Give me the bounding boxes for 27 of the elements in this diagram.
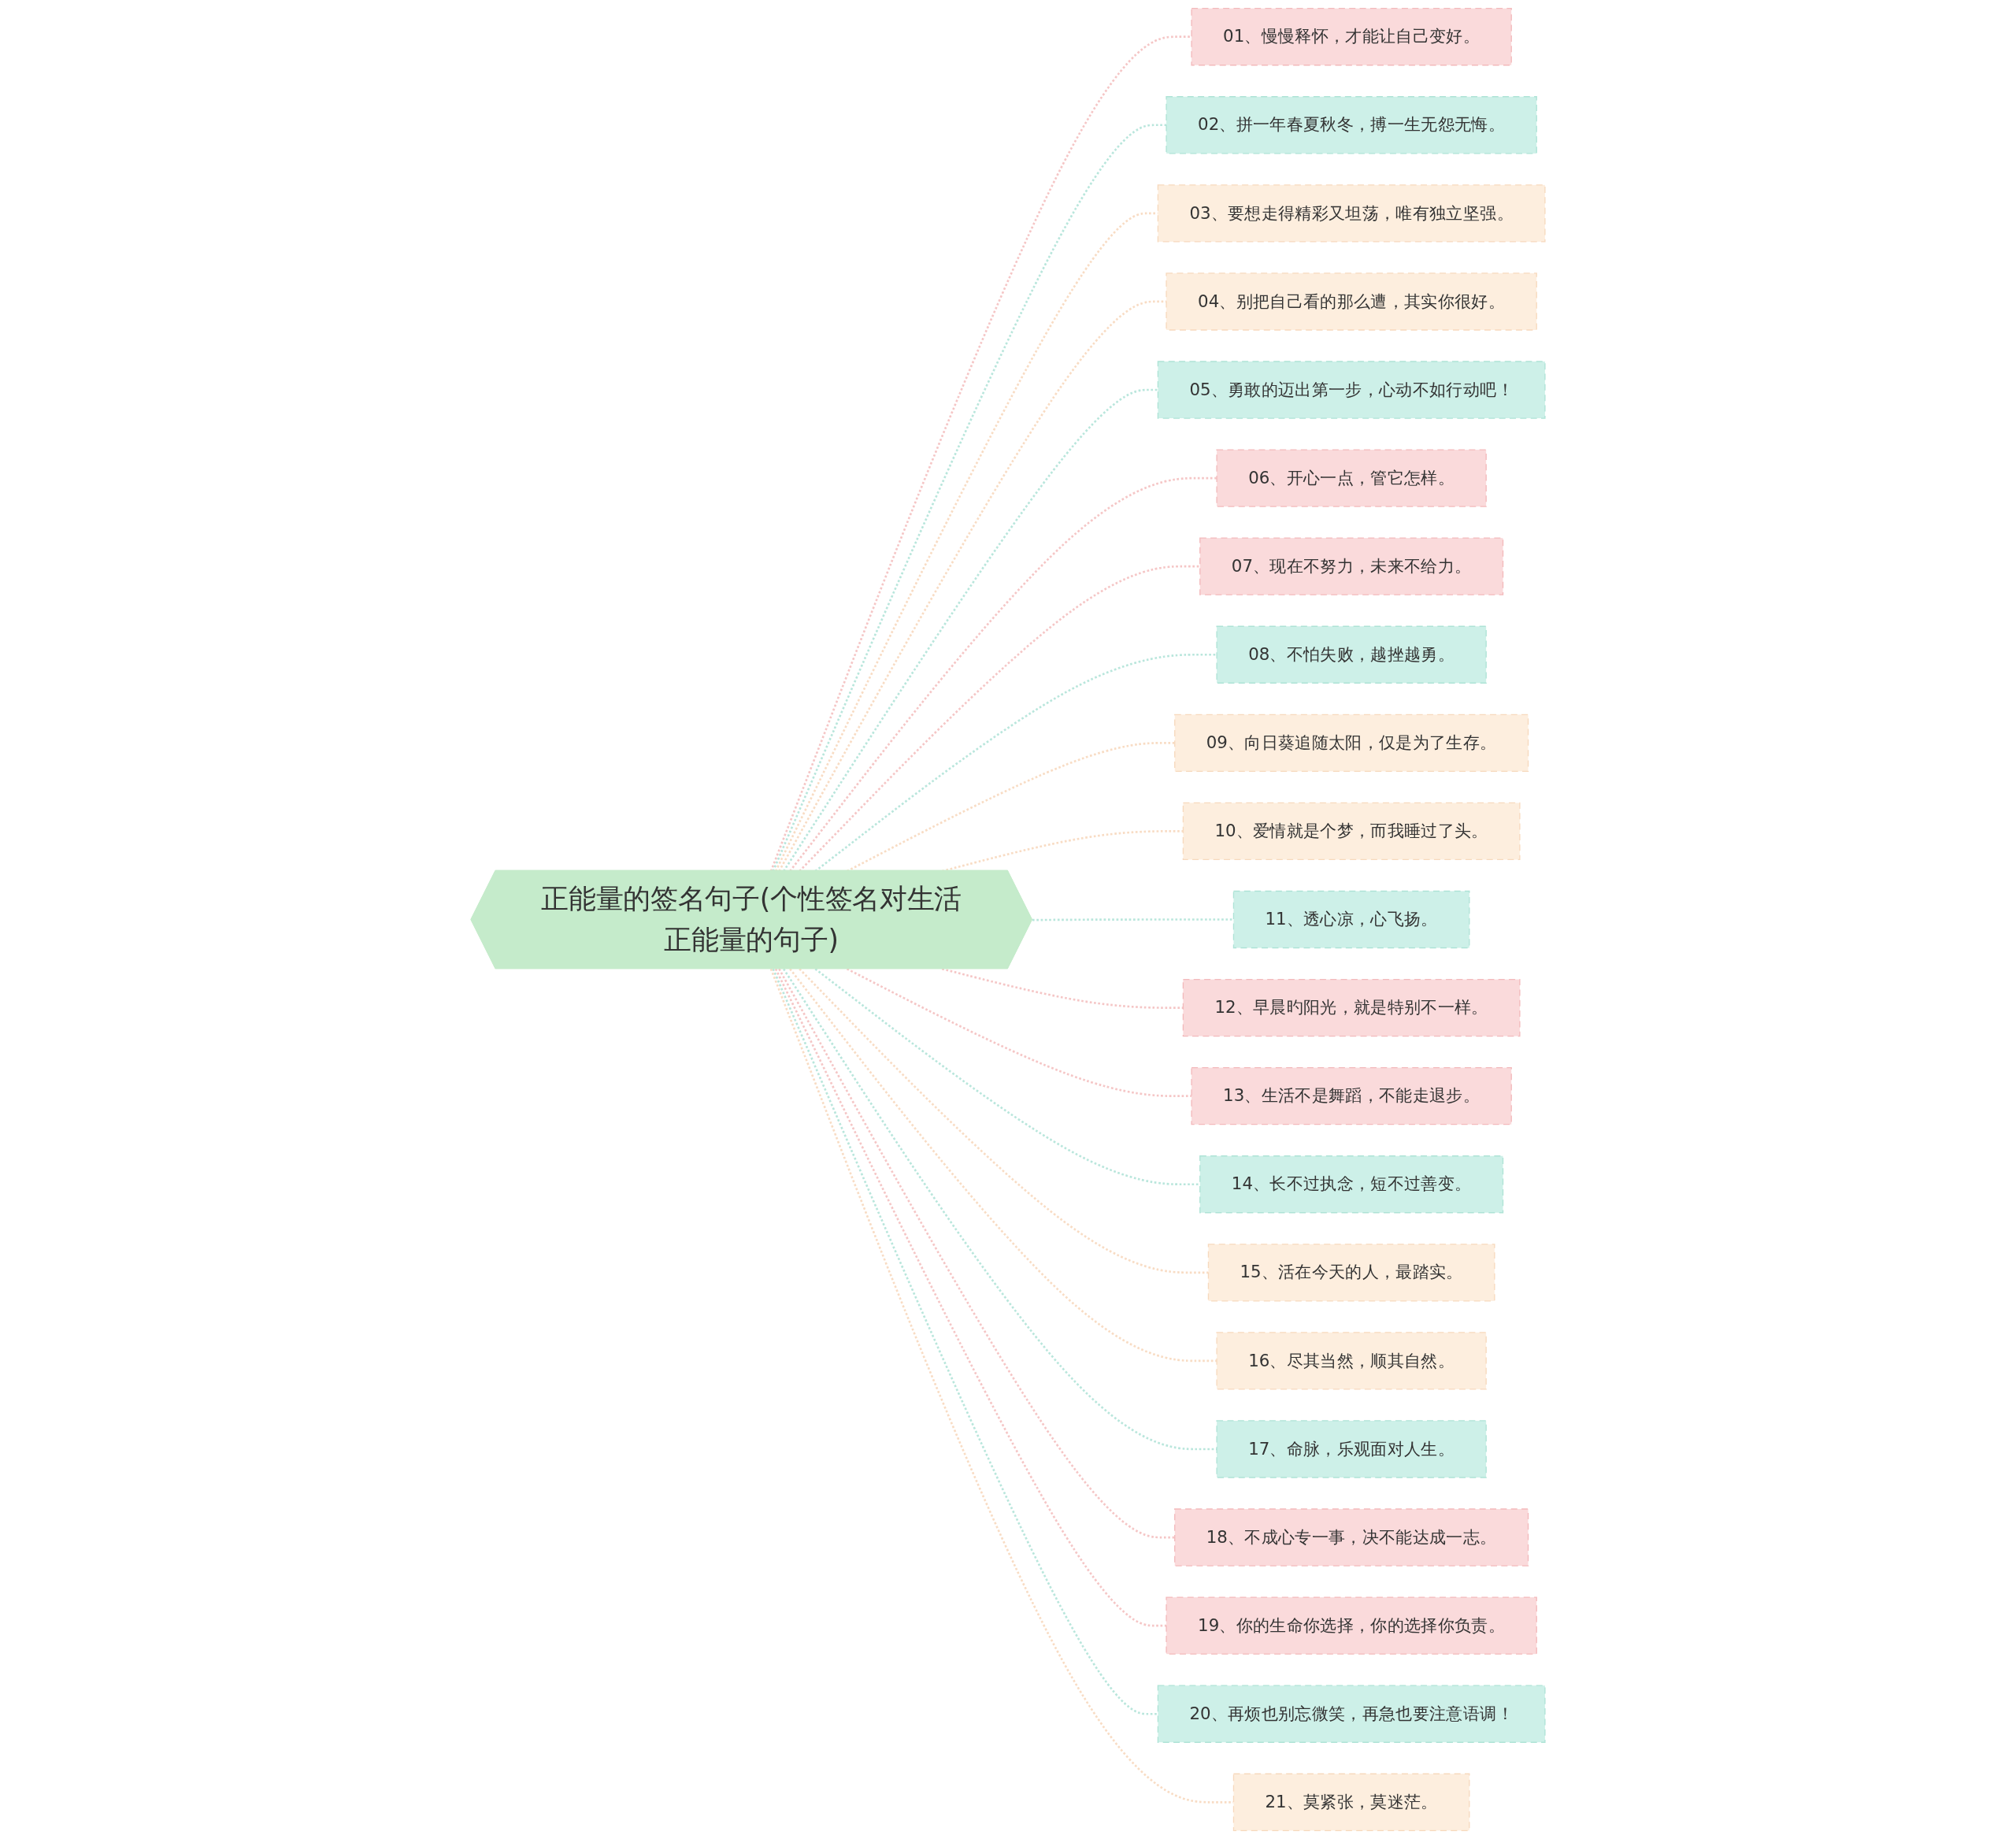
node-box	[1232, 890, 1470, 949]
node-box	[1191, 8, 1512, 66]
node-box	[1166, 273, 1537, 331]
node-box	[1166, 1596, 1537, 1655]
node-box	[1191, 1066, 1512, 1125]
node-box	[1216, 1420, 1487, 1478]
node-box	[1157, 361, 1546, 419]
node-box	[1157, 184, 1546, 243]
node-box	[1182, 802, 1521, 861]
node-box	[1232, 1773, 1470, 1831]
connector	[778, 968, 1175, 1539]
node-box	[1157, 1685, 1546, 1743]
node-box	[1174, 1508, 1529, 1566]
node-box	[1199, 537, 1504, 595]
node-box	[1216, 449, 1487, 507]
node-box	[1166, 96, 1537, 154]
connector	[782, 388, 1158, 872]
node-box	[1174, 714, 1529, 773]
node-box	[1207, 1244, 1495, 1302]
connector	[814, 968, 1200, 1186]
connector	[789, 476, 1217, 872]
node-box	[1216, 625, 1487, 684]
node-box	[1216, 1332, 1487, 1390]
node-box	[1199, 1155, 1504, 1214]
connector	[1032, 918, 1234, 921]
node-box	[1182, 978, 1521, 1037]
connector	[769, 35, 1192, 872]
